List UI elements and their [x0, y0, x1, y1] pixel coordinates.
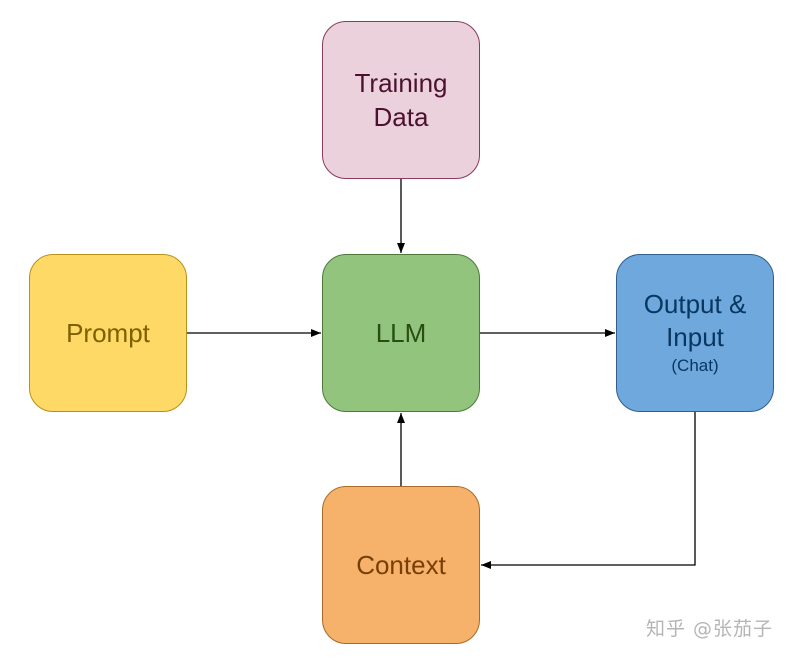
- node-output-input: Output & Input (Chat): [616, 254, 774, 412]
- node-output-input-label: Output & Input: [643, 289, 747, 352]
- node-prompt-label: Prompt: [66, 318, 150, 348]
- node-llm-label: LLM: [375, 318, 427, 348]
- node-prompt: Prompt: [29, 254, 187, 412]
- edge-output-to-context: [481, 412, 696, 569]
- node-training-data-label: Training Data: [354, 68, 448, 132]
- watermark: 知乎 @张茄子: [645, 618, 773, 640]
- node-context: Context: [322, 486, 480, 644]
- node-llm: LLM: [322, 254, 480, 412]
- node-training-data: Training Data: [322, 21, 480, 179]
- node-context-label: Context: [356, 550, 446, 580]
- node-output-input-sublabel: (Chat): [671, 356, 719, 375]
